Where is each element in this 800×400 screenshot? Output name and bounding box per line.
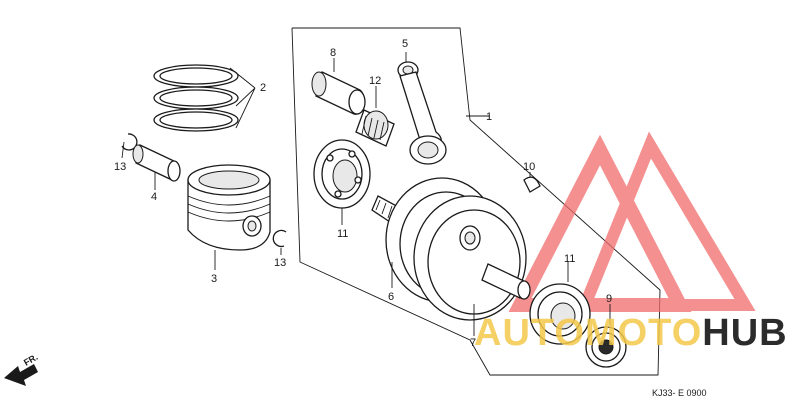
callout-13-right: 13 [274,257,286,269]
callout-2: 2 [260,82,266,94]
callout-12: 12 [369,75,381,87]
connecting-rod [397,52,447,165]
timing-sprocket [585,304,627,368]
ball-bearing-right [529,262,591,345]
drawing-code: KJ33- E 0900 [652,388,707,398]
piston-rings [153,64,256,132]
watermark-word-part1: AUTOMOTO [474,312,703,354]
callout-8: 8 [330,47,336,59]
callout-7: 7 [470,337,476,349]
piston-pin [132,144,181,190]
callout-1: 1 [486,111,492,123]
front-direction-indicator: FR. [4,352,40,386]
crankshaft [371,177,531,336]
callout-11-left: 11 [337,228,348,240]
callout-4: 4 [151,191,157,203]
woodruff-key [523,172,541,193]
callout-10: 10 [523,161,535,173]
watermark-text: AUTOMOTOHUB [474,314,788,352]
crank-pin [311,58,366,115]
piston [187,164,271,270]
callout-9: 9 [606,293,612,305]
watermark-logo [508,131,756,312]
callout-3: 3 [211,273,217,285]
assembly-outline [291,27,661,376]
watermark-word-part2: HUB [702,312,788,354]
callout-6: 6 [388,291,394,303]
front-label: FR. [22,352,40,368]
circlip-right [272,229,287,255]
callout-11-right: 11 [564,253,575,265]
ball-bearing-left [313,139,371,225]
callout-13-left: 13 [114,161,126,173]
callout-5: 5 [402,38,408,50]
needle-bearing [355,86,395,147]
